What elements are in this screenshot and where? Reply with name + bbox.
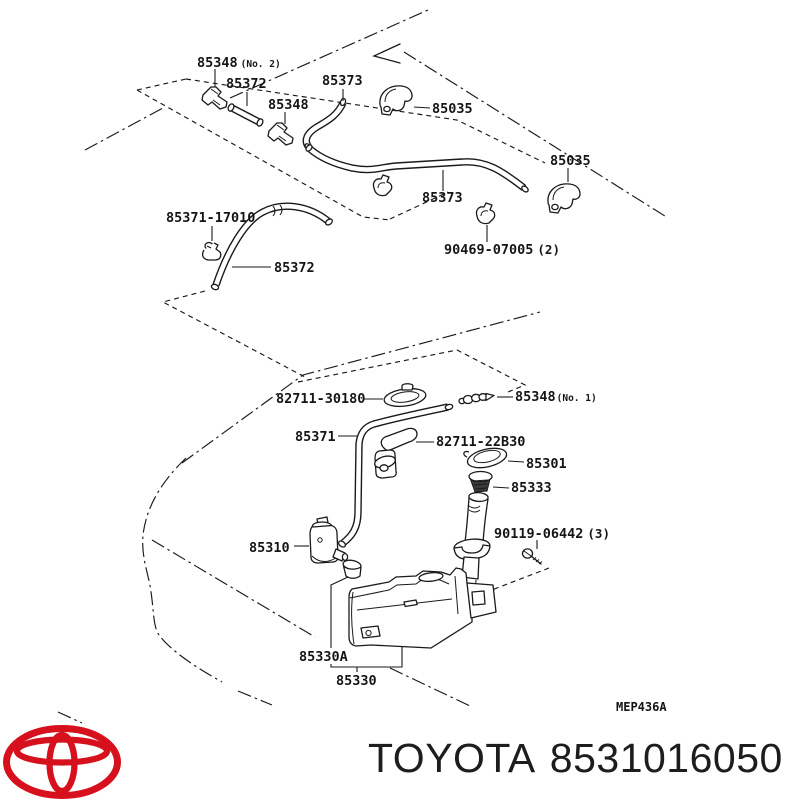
hose-85372-arc — [210, 202, 334, 291]
logo-vertical-ellipse — [46, 731, 78, 795]
part-label: 85301 — [526, 456, 567, 472]
part-label: 82711-22B30 — [436, 434, 525, 450]
reservoir-cap-85301 — [463, 447, 508, 469]
neck-break-mark — [468, 505, 481, 513]
fender-arch-line — [237, 690, 273, 706]
part-label: 85330 — [336, 673, 377, 689]
part-label: 85373 — [422, 190, 463, 206]
cowl-grommet-82711-30180 — [383, 383, 427, 408]
apillar-cowl-line — [181, 311, 541, 464]
hose-clip-85371-17010 — [201, 241, 222, 261]
drawing-code: MEP436A — [616, 700, 667, 714]
part-label: 90119-06442(3) — [494, 526, 610, 542]
grommet-nub — [401, 383, 414, 391]
part-label: 90469-07005(2) — [444, 242, 560, 258]
mount-screw-90119 — [521, 548, 543, 565]
part-labels: 85348(No. 2) 85372 85373 85348 85035 850… — [166, 55, 667, 714]
fender-outline — [142, 457, 223, 683]
hose-85372-front — [227, 103, 264, 127]
leader-lines — [211, 69, 569, 672]
filler-neck — [453, 491, 491, 580]
part-label: 85035 — [550, 153, 591, 169]
part-label: 85372 — [274, 260, 315, 276]
washer-nozzle-right — [547, 183, 581, 214]
washer-tank-85330 — [348, 567, 497, 649]
hose-85371-tank — [337, 403, 454, 548]
cowl-panel-edge-b — [185, 78, 546, 164]
cowl-lower-line — [403, 51, 669, 219]
tee-connector-no2 — [201, 86, 228, 110]
hose2-zone-edge — [161, 290, 306, 378]
toyota-logo — [3, 725, 121, 799]
connector-85348-no1 — [458, 392, 495, 405]
part-label: 85371 — [295, 429, 336, 445]
part-label: 85348 — [268, 97, 309, 113]
logo-outer-ellipse — [3, 725, 121, 799]
tee-connector — [267, 122, 294, 146]
washer-nozzle-left — [379, 85, 413, 116]
part-label: 85371-17010 — [166, 210, 255, 226]
part-label: 82711-30180 — [276, 391, 365, 407]
part-label: 85372 — [226, 76, 267, 92]
screw-mount-line — [483, 567, 550, 594]
part-label: 85373 — [322, 73, 363, 89]
part-label: 85348(No. 2) — [197, 55, 281, 71]
bumper-corner-dash — [57, 711, 83, 724]
part-label: 85348(No. 1) — [515, 389, 597, 405]
tank-grommet-85330a — [342, 559, 362, 579]
cowl-upper-line — [229, 9, 429, 99]
part-label: 85035 — [432, 101, 473, 117]
part-label: 85333 — [511, 480, 552, 496]
cowl-panel-edge-c — [136, 89, 391, 221]
firewall-edge — [297, 349, 527, 393]
vehicle-outline-guides — [57, 9, 669, 724]
body-crease-line — [151, 539, 316, 638]
hose-clamp-left — [372, 174, 393, 197]
hose-clamp-right — [475, 202, 496, 225]
rocker-line — [389, 667, 471, 707]
cowl-panel-edge-d — [389, 191, 449, 220]
elbow-grommet-82711-22b30 — [374, 427, 418, 479]
filter-85333 — [468, 470, 493, 493]
cowl-corner-mark — [372, 43, 401, 64]
hood-edge-line — [84, 107, 164, 151]
cowl-panel-edge-a — [136, 78, 187, 91]
hose-85373-long — [305, 144, 529, 193]
logo-horizontal-ellipse — [13, 736, 111, 766]
washer-pump-85310 — [309, 516, 349, 564]
tank-bracket-notch — [471, 590, 486, 606]
hose-break-mark — [272, 204, 283, 217]
hose-85373-s — [302, 97, 347, 151]
part-label: 85330A — [299, 649, 348, 665]
tank-slot — [403, 599, 418, 608]
part-label: 85310 — [249, 540, 290, 556]
